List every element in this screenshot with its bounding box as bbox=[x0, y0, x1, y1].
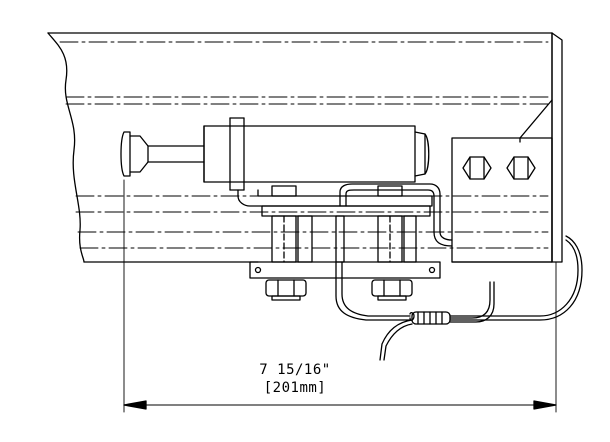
mounting-studs bbox=[271, 215, 417, 263]
extension-lines bbox=[123, 179, 557, 413]
sensor-plunger bbox=[120, 117, 430, 191]
dimension-line bbox=[123, 400, 557, 410]
hex-bolt-right bbox=[506, 156, 536, 180]
nut-left bbox=[265, 279, 307, 301]
sensor-wire bbox=[339, 183, 453, 247]
hex-bolt-left bbox=[462, 156, 492, 180]
dimension-metric-label: [201mm] bbox=[263, 380, 327, 396]
base-plate bbox=[249, 261, 441, 279]
end-plate bbox=[451, 32, 563, 263]
dimension-imperial-label: 7 15/16" bbox=[259, 362, 331, 378]
nut-right bbox=[371, 279, 413, 301]
cable-harness bbox=[335, 235, 583, 361]
